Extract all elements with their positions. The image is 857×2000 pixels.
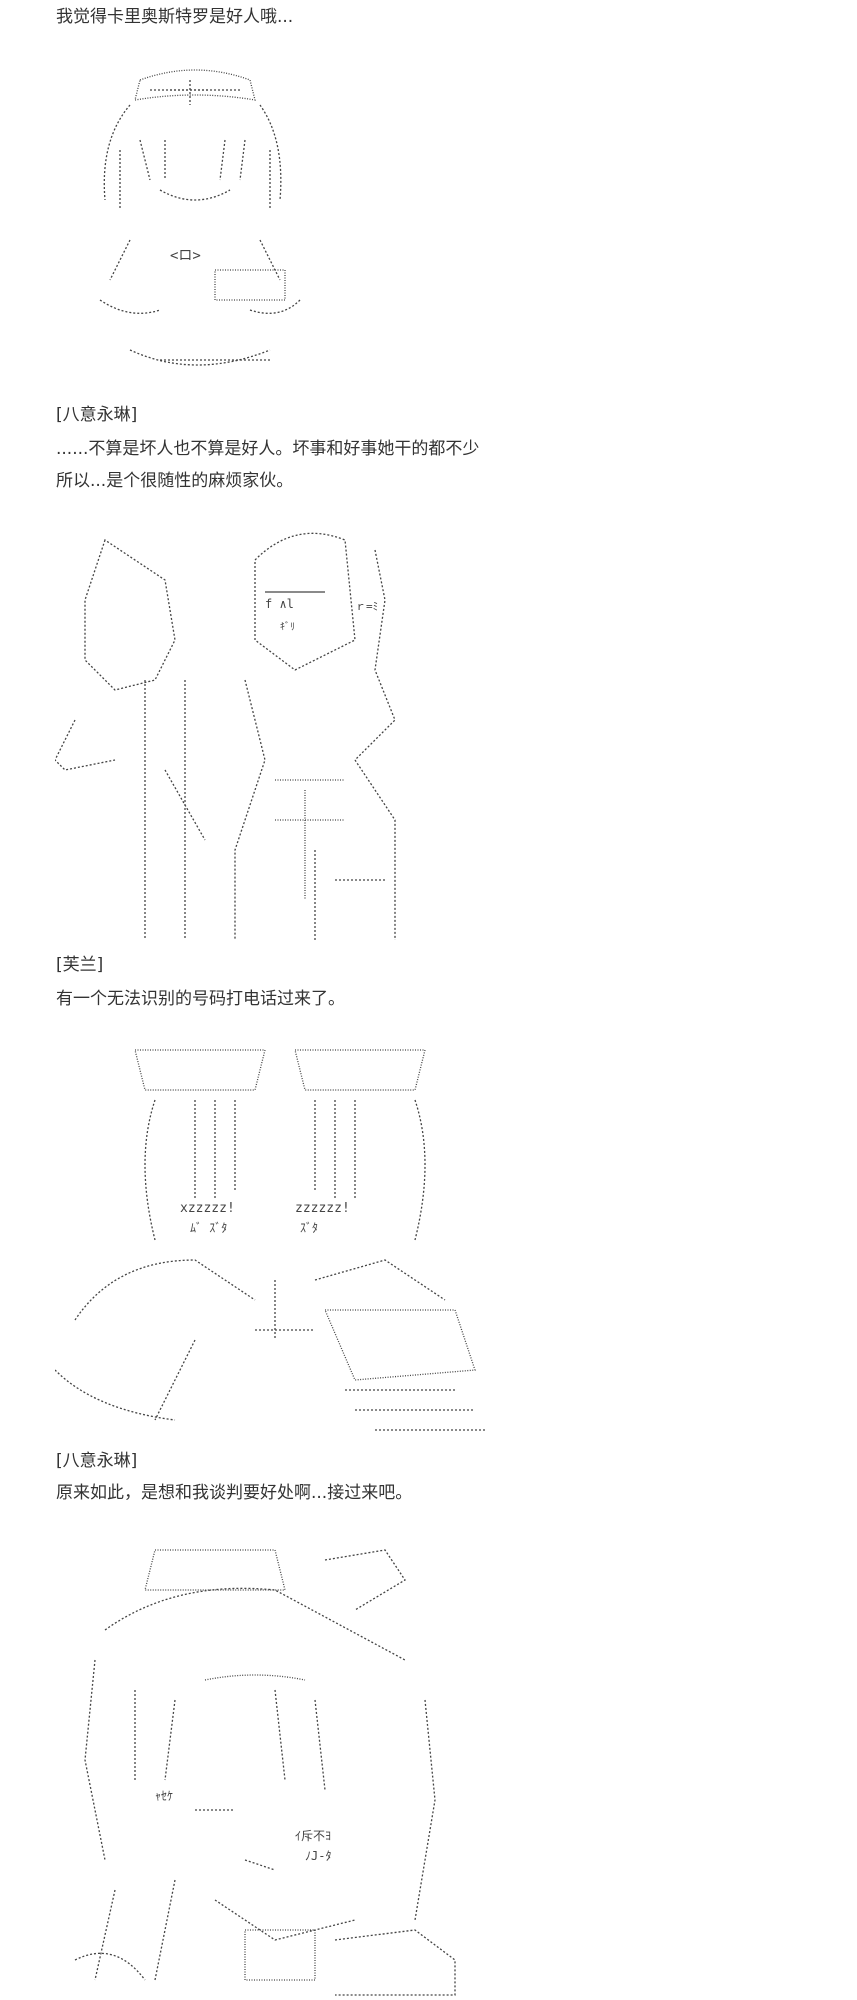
speaker-tag: [八意永琳] <box>56 1451 138 1471</box>
dialogue-line: 所以...是个很随性的麻烦家伙。 <box>56 471 294 491</box>
speaker-tag: [芙兰] <box>56 955 104 975</box>
dialogue-line: 有一个无法识别的号码打电话过来了。 <box>56 989 345 1009</box>
mark-glyph: ｽﾞﾀ <box>300 1221 318 1235</box>
zzz-glyph: xzzzzz! <box>180 1201 235 1216</box>
ascii-art-eirin-chibi: <ロ> <box>99 69 301 366</box>
zzz-glyph: zzzzzz! <box>295 1201 350 1216</box>
face-glyph: f ∧l <box>265 597 294 611</box>
face-glyph: ﾉJ-ﾀ <box>305 1849 331 1863</box>
face-glyph: ｲ斥不ﾖ <box>295 1829 331 1843</box>
face-glyph: ｬｾｹ <box>155 1789 173 1803</box>
ascii-art-eirin-closeup: ｬｾｹ ｲ斥不ﾖ ﾉJ-ﾀ <box>74 1549 456 1996</box>
mouth-glyph: <ロ> <box>170 248 201 264</box>
dialogue-line: 原来如此，是想和我谈判要好处啊...接过来吧。 <box>56 1483 413 1503</box>
ascii-art-eirin-zzz: xzzzzz! zzzzzz! ﾑﾞ ｽﾞﾀ ｽﾞﾀ <box>55 1049 485 1431</box>
mouth-glyph: ｷﾞﾘ <box>280 621 295 633</box>
mark-glyph: ﾑﾞ ｽﾞﾀ <box>190 1221 227 1235</box>
hand-glyph: ｒ=ﾐ <box>355 600 378 613</box>
dialogue-line: 我觉得卡里奥斯特罗是好人哦... <box>56 7 294 27</box>
speaker-tag: [八意永琳] <box>56 405 138 425</box>
dialogue-line: ......不算是坏人也不算是好人。坏事和好事她干的都不少 <box>56 439 480 459</box>
ascii-art-flan-profiles: f ∧l ｷﾞﾘ ｒ=ﾐ <box>55 532 396 940</box>
